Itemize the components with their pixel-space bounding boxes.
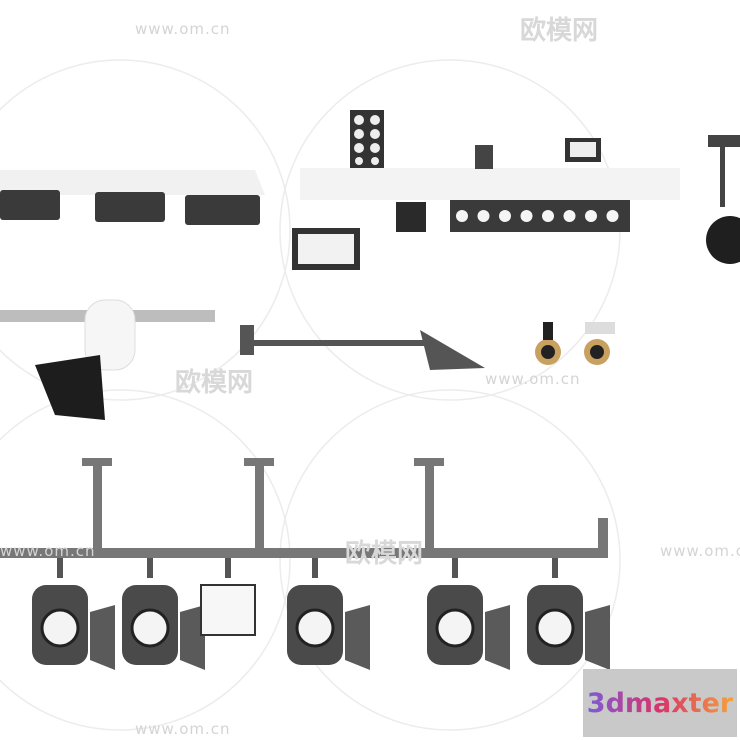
led-lens [606, 210, 619, 222]
stage-fixture [287, 558, 370, 670]
led-lens [456, 210, 468, 222]
watermark-brand: 欧模网 [175, 368, 254, 398]
barn-door [485, 605, 510, 670]
watermark-url: www.om.cn [485, 370, 581, 388]
watermark-circles [0, 59, 621, 731]
wash-light [420, 330, 485, 370]
watermark-url: www.om.cn [0, 542, 96, 560]
stage-fixture [200, 558, 256, 636]
par-can [475, 145, 493, 169]
barn-door [180, 605, 205, 670]
led-lens [542, 210, 554, 222]
lens [535, 608, 575, 648]
led-lens [563, 210, 576, 222]
barn-doors [35, 355, 105, 420]
lens [435, 608, 475, 648]
barn-door [90, 605, 115, 670]
white-spot [84, 299, 136, 371]
led-lens [520, 210, 533, 222]
arm [240, 340, 430, 346]
brand-logo: 3dmaxter [583, 669, 737, 737]
watermark-url: www.om.cn [135, 20, 231, 38]
led-lens [477, 210, 490, 222]
profile-spot-row [0, 190, 260, 225]
watermark-brand: 欧模网 [345, 539, 424, 569]
shelf [0, 170, 265, 195]
lens [295, 608, 335, 648]
watermark-brand: 欧模网 [520, 16, 599, 46]
shelf [300, 168, 680, 200]
barn-door [345, 605, 370, 670]
watermark-url: www.om.cn [135, 720, 231, 738]
moving-head [706, 216, 740, 264]
truss [0, 458, 608, 558]
stage-fixture [32, 558, 115, 670]
stage-fixture [427, 558, 510, 670]
stage-fixture [122, 558, 205, 670]
stage-fixture [527, 558, 610, 670]
logo-text: 3dmaxter [586, 687, 734, 719]
led-lens [499, 210, 511, 222]
barn-door [585, 605, 610, 670]
lens [40, 608, 80, 648]
fresnel-small [396, 202, 426, 232]
led-lens [585, 210, 597, 222]
lens [130, 608, 170, 648]
led-bar [450, 200, 630, 232]
watermark-url: www.om.cn [660, 542, 740, 560]
